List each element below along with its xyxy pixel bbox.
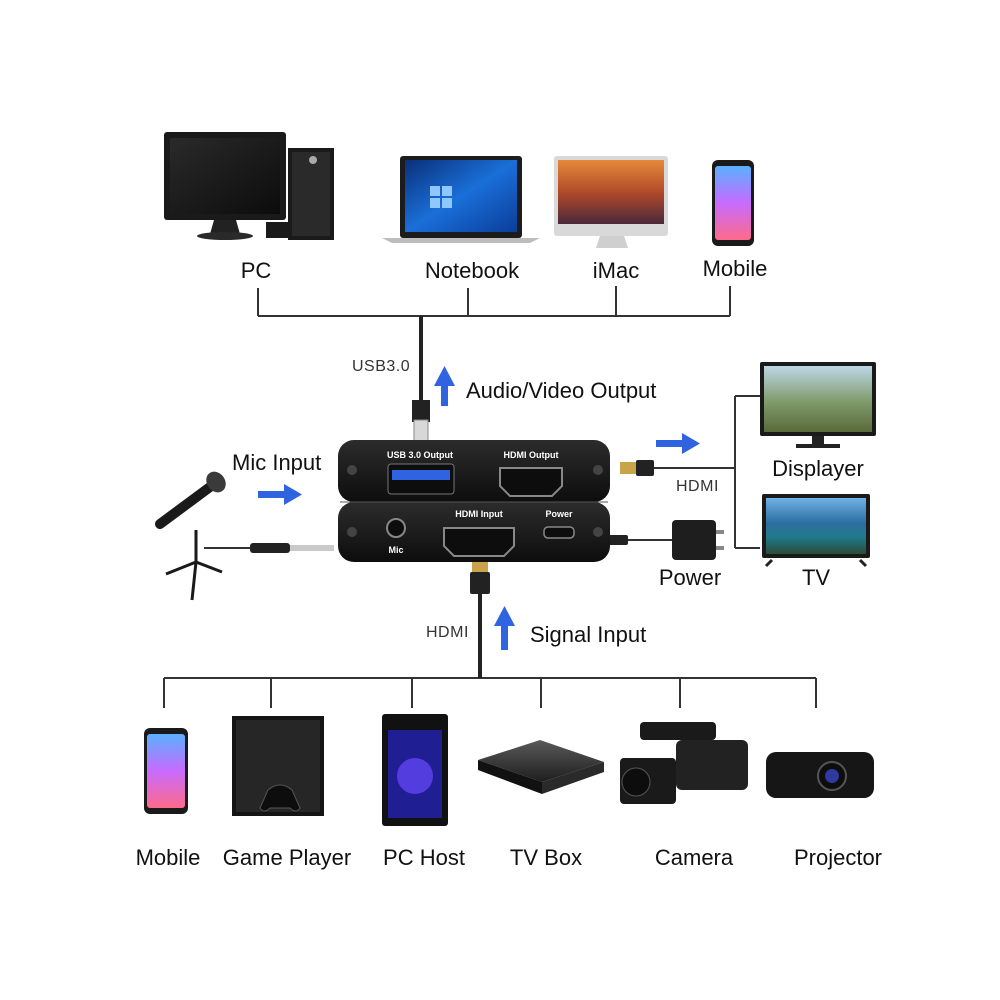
game-console-icon	[232, 716, 324, 816]
device-label-tv-box: TV Box	[509, 845, 583, 870]
arrow-right-output-icon	[656, 433, 700, 454]
laptop-icon	[382, 156, 540, 243]
device-label-displayer: Displayer	[772, 456, 864, 481]
hdmi-input-port-label: HDMI Input	[455, 509, 503, 519]
usb-connection-label: USB3.0	[352, 358, 411, 375]
smartphone-icon	[712, 160, 754, 246]
camcorder-icon	[620, 722, 748, 804]
device-label-projector: Projector	[793, 845, 883, 870]
capture-card	[338, 440, 610, 562]
arrow-right-mic-icon	[258, 484, 302, 505]
pc-tower-icon	[382, 714, 448, 826]
hdmi-plug-icon	[620, 460, 654, 476]
device-label-notebook: Notebook	[424, 258, 520, 283]
device-label-mobile-bottom: Mobile	[135, 845, 201, 870]
projector-icon	[766, 752, 874, 798]
arrow-up-input-icon	[494, 606, 515, 650]
monitor-icon	[760, 362, 876, 448]
tv-box-icon	[478, 740, 604, 794]
mic-port-label: Mic	[388, 545, 404, 555]
device-label-pc: PC	[240, 258, 272, 283]
device-label-pc-host: PC Host	[383, 845, 465, 870]
audio-jack-icon	[250, 543, 334, 553]
microphone-icon	[155, 471, 226, 601]
device-label-imac: iMac	[592, 258, 640, 283]
desktop-pc-icon	[164, 132, 334, 240]
tv-icon	[762, 494, 870, 568]
imac-icon	[554, 156, 668, 248]
device-label-camera: Camera	[654, 845, 734, 870]
output-direction-label: Audio/Video Output	[466, 378, 657, 403]
micro-usb-plug-icon	[608, 535, 628, 545]
connector-lines	[163, 286, 817, 708]
mic-input-label: Mic Input	[232, 450, 322, 475]
hdmi-in-connection-label: HDMI	[426, 624, 469, 641]
hdmi-input-plug-icon	[470, 560, 490, 594]
hdmi-out-connection-label: HDMI	[676, 478, 719, 495]
power-port-label: Power	[545, 509, 573, 519]
usb-plug-icon	[412, 400, 430, 445]
power-adapter-icon	[672, 520, 724, 560]
device-label-tv: TV	[801, 565, 831, 590]
usb-port-label: USB 3.0 Output	[386, 450, 454, 460]
hdmi-output-port-label: HDMI Output	[503, 450, 559, 460]
device-label-game-player: Game Player	[222, 845, 352, 870]
input-direction-label: Signal Input	[530, 622, 647, 647]
power-label: Power	[658, 565, 722, 590]
smartphone-icon	[144, 728, 188, 814]
arrow-up-output-icon	[434, 366, 455, 406]
device-label-mobile-top: Mobile	[702, 256, 768, 281]
